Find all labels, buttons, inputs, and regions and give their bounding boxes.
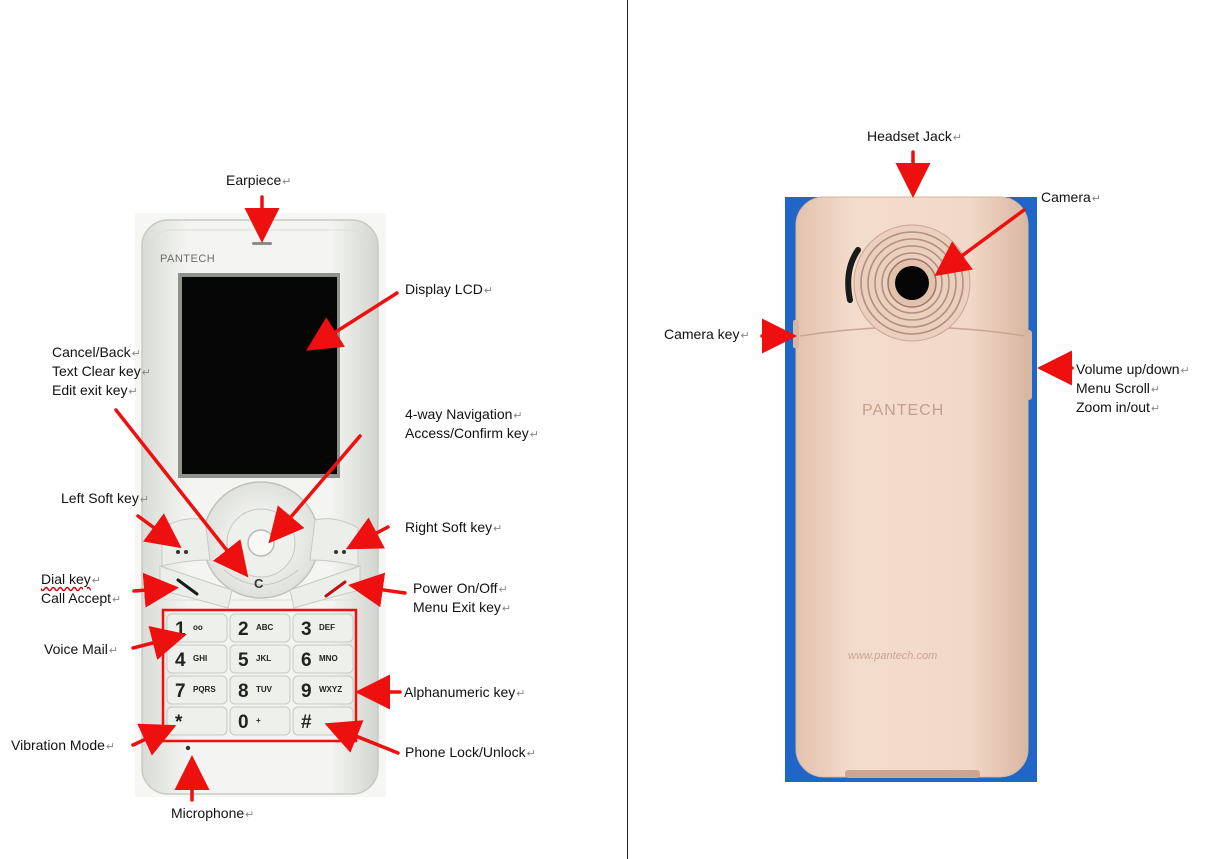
label-camera-key: Camera key↵ <box>664 326 750 342</box>
label-camera: Camera↵ <box>1041 189 1102 205</box>
keypad-letters: MNO <box>319 654 338 663</box>
keypad-key-face <box>229 644 291 674</box>
label-cancel-back: Cancel/Back↵ Text Clear key↵ Edit exit k… <box>52 344 151 398</box>
label-display-lcd: Display LCD↵ <box>405 281 494 297</box>
keypad-digit: 4 <box>175 650 186 671</box>
volume-side-key <box>1024 330 1032 400</box>
keypad-digit: * <box>175 712 183 733</box>
keypad-key: 9 WXYZ <box>292 675 354 705</box>
left-soft-key <box>161 518 211 567</box>
callout-arrows <box>114 150 1074 802</box>
keypad-key: 8 TUV <box>229 675 291 705</box>
keypad-key: 3 DEF <box>292 613 354 643</box>
arrow-left-soft <box>136 513 182 549</box>
keypad-key: * <box>166 706 228 736</box>
label-phone-lock: Phone Lock/Unlock↵ <box>405 744 536 760</box>
keypad-digit: 5 <box>238 650 249 671</box>
keypad-letters: oo <box>193 623 203 632</box>
keypad-digit: # <box>301 712 312 733</box>
keypad-key-face <box>292 675 354 705</box>
keypad-digit: 8 <box>238 681 249 702</box>
display-lcd <box>182 277 337 474</box>
camera-lens <box>853 224 971 342</box>
earpiece-slot <box>252 242 272 245</box>
arrow-display-lcd <box>306 291 399 351</box>
keypad-digit: 0 <box>238 712 249 733</box>
arrow-vibration <box>131 723 177 756</box>
label-earpiece: Earpiece↵ <box>226 172 292 188</box>
keypad-key: 7 PQRS <box>166 675 228 705</box>
label-right-soft: Right Soft key↵ <box>405 519 503 535</box>
arrow-navigation <box>268 434 362 544</box>
arrow-right-soft <box>345 517 390 550</box>
keypad-digit: 6 <box>301 650 312 671</box>
arrow-camera <box>934 208 1026 277</box>
keypad-key-face <box>229 613 291 643</box>
keypad-letters: GHI <box>193 654 207 663</box>
keypad-letters: TUV <box>256 685 273 694</box>
keypad-key: 2 ABC <box>229 613 291 643</box>
keypad-key-face <box>166 675 228 705</box>
keypad-key: 6 MNO <box>292 644 354 674</box>
arrow-power <box>348 572 407 608</box>
keypad-letters: WXYZ <box>319 685 342 694</box>
camera-side-key <box>793 320 799 348</box>
label-dial: Dial key↵ Call Accept↵ <box>41 571 122 606</box>
keypad-letters: JKL <box>256 654 271 663</box>
keypad-key-face <box>229 675 291 705</box>
keypad-letters: ABC <box>256 623 274 632</box>
label-alphanumeric: Alphanumeric key↵ <box>404 684 526 700</box>
arrow-cancel-back <box>114 408 249 578</box>
arrow-dial <box>132 572 179 608</box>
label-voice-mail: Voice Mail↵ <box>44 641 119 657</box>
label-power: Power On/Off↵ Menu Exit key↵ <box>413 580 512 615</box>
arrow-phone-lock <box>324 720 400 755</box>
flash-icon <box>845 247 861 303</box>
keypad-key: 4 GHI <box>166 644 228 674</box>
label-navigation: 4-way Navigation↵ Access/Confirm key↵ <box>405 406 539 441</box>
confirm-key <box>247 529 275 557</box>
panel-divider <box>627 0 628 859</box>
keypad-digit: 3 <box>301 619 312 640</box>
front-brand: PANTECH <box>160 253 215 265</box>
label-headset: Headset Jack↵ <box>867 128 963 144</box>
keypad-key: 0+ <box>229 706 291 736</box>
keypad-key-face <box>292 644 354 674</box>
label-microphone: Microphone↵ <box>171 805 255 821</box>
label-vibration: Vibration Mode↵ <box>11 737 116 753</box>
keypad-letters: PQRS <box>193 685 216 694</box>
keypad-key: 5 JKL <box>229 644 291 674</box>
keypad-letters: DEF <box>319 623 335 632</box>
back-brand: PANTECH <box>862 402 944 419</box>
back-website: www.pantech.com <box>848 650 937 662</box>
arrow-voice-mail <box>131 625 187 660</box>
microphone-hole <box>185 745 191 751</box>
keypad-key-face <box>166 706 228 736</box>
keypad-key-face <box>292 613 354 643</box>
back-phone-illustration: PANTECH www.pantech.com <box>785 196 1037 782</box>
keypad-key-face <box>229 706 291 736</box>
keypad-digit: 9 <box>301 681 312 702</box>
keypad-letters: + <box>256 716 261 725</box>
right-soft-key <box>309 518 359 567</box>
clear-key-label: C <box>254 576 264 591</box>
label-volume: Volume up/down↵ Menu Scroll↵ Zoom in/out… <box>1076 361 1190 415</box>
power-key <box>289 565 361 609</box>
keypad-digit: 7 <box>175 681 186 702</box>
keypad-digit: 2 <box>238 619 249 640</box>
label-left-soft: Left Soft key↵ <box>61 490 150 506</box>
